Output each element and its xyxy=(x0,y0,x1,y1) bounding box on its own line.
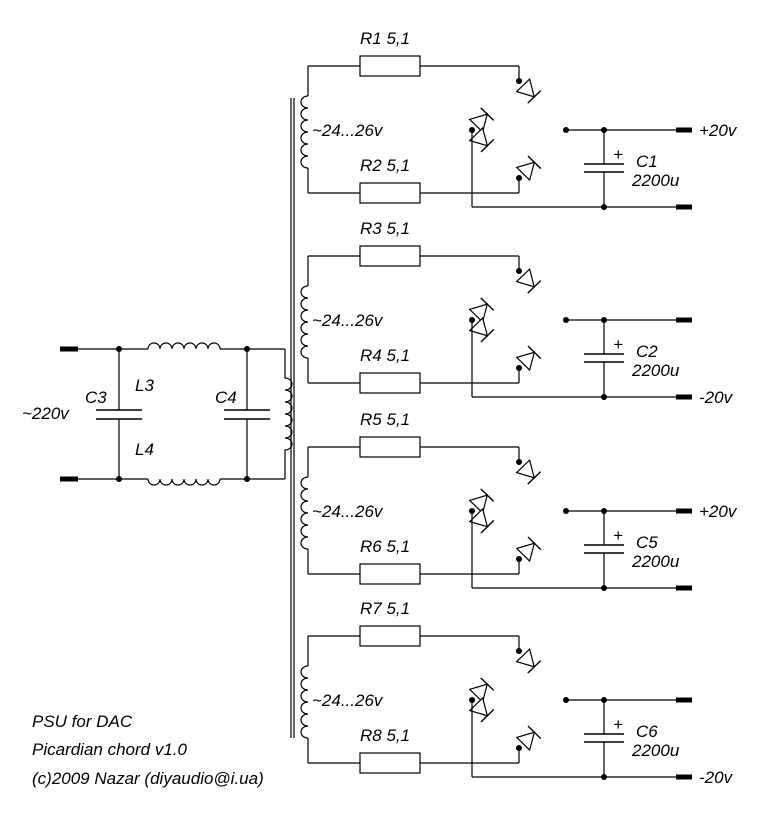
secondary-winding-1 xyxy=(300,95,309,169)
resistor-bottom-label-2: R4 5,1 xyxy=(360,346,410,365)
inductor-l3 xyxy=(147,342,221,350)
mains-label: ~220v xyxy=(22,404,70,423)
winding-label-1: ~24...26v xyxy=(312,121,384,140)
filter-capacitor-4 xyxy=(584,700,624,777)
diode-tr-4 xyxy=(515,647,542,674)
diode-br-1 xyxy=(515,155,542,182)
diode-bl-1 xyxy=(468,126,495,153)
secondary-winding-3 xyxy=(300,476,309,550)
resistor-bottom-3 xyxy=(359,563,421,585)
resistor-bottom-1 xyxy=(359,182,421,204)
output-label-top-1: +20v xyxy=(699,121,738,140)
l3-label: L3 xyxy=(135,376,154,395)
footer-project: Picardian chord v1.0 xyxy=(32,740,188,759)
winding-label-4: ~24...26v xyxy=(312,691,384,710)
footer-copyright: (c)2009 Nazar (diyaudio@i.ua) xyxy=(32,769,264,788)
capacitor-c3 xyxy=(96,346,142,482)
transformer-core xyxy=(290,98,295,738)
resistor-top-2 xyxy=(359,245,421,267)
diode-bl-2 xyxy=(468,316,495,343)
cap-polarity-3: + xyxy=(613,526,623,545)
secondary-winding-2 xyxy=(300,285,309,359)
l4-label: L4 xyxy=(135,440,154,459)
cap-value-1: 2200u xyxy=(631,171,680,190)
resistor-bottom-4 xyxy=(359,752,421,774)
diode-br-3 xyxy=(515,536,542,563)
diode-tr-1 xyxy=(515,77,542,104)
footer-title: PSU for DAC xyxy=(32,712,133,731)
secondary-winding-4 xyxy=(300,665,309,739)
resistor-bottom-label-1: R2 5,1 xyxy=(360,156,410,175)
diode-tr-3 xyxy=(515,458,542,485)
diode-bl-3 xyxy=(468,507,495,534)
diode-tr-2 xyxy=(515,267,542,294)
resistor-top-label-4: R7 5,1 xyxy=(360,599,410,618)
capacitor-c4 xyxy=(224,346,270,482)
diode-bl-4 xyxy=(468,696,495,723)
resistor-top-3 xyxy=(359,436,421,458)
output-label-top-3: +20v xyxy=(699,502,738,521)
cap-value-2: 2200u xyxy=(631,361,680,380)
cap-name-2: C2 xyxy=(636,342,658,361)
cap-name-3: C5 xyxy=(636,533,658,552)
filter-capacitor-1 xyxy=(584,130,624,207)
resistor-top-label-2: R3 5,1 xyxy=(360,219,410,238)
output-label-bottom-2: -20v xyxy=(699,388,734,407)
cap-value-4: 2200u xyxy=(631,741,680,760)
diode-br-4 xyxy=(515,725,542,752)
winding-label-2: ~24...26v xyxy=(312,311,384,330)
resistor-bottom-label-4: R8 5,1 xyxy=(360,726,410,745)
winding-label-3: ~24...26v xyxy=(312,502,384,521)
mains-filter: ~220v C3 C4 L3 L4 xyxy=(22,342,293,486)
inductor-l4 xyxy=(147,478,221,486)
c4-label: C4 xyxy=(215,388,237,407)
resistor-bottom-label-3: R6 5,1 xyxy=(360,537,410,556)
resistor-top-1 xyxy=(359,55,421,77)
resistor-top-label-3: R5 5,1 xyxy=(360,410,410,429)
resistor-bottom-2 xyxy=(359,372,421,394)
cap-name-1: C1 xyxy=(636,152,658,171)
output-label-bottom-4: -20v xyxy=(699,768,734,787)
resistor-top-label-1: R1 5,1 xyxy=(360,29,410,48)
cap-polarity-4: + xyxy=(613,715,623,734)
cap-value-3: 2200u xyxy=(631,552,680,571)
transformer-primary xyxy=(284,377,293,452)
resistor-top-4 xyxy=(359,625,421,647)
c3-label: C3 xyxy=(85,388,107,407)
filter-capacitor-3 xyxy=(584,511,624,588)
diode-br-2 xyxy=(515,345,542,372)
cap-polarity-2: + xyxy=(613,335,623,354)
filter-capacitor-2 xyxy=(584,320,624,397)
footer: PSU for DAC Picardian chord v1.0 (c)2009… xyxy=(32,712,264,788)
cap-name-4: C6 xyxy=(636,722,658,741)
cap-polarity-1: + xyxy=(613,145,623,164)
